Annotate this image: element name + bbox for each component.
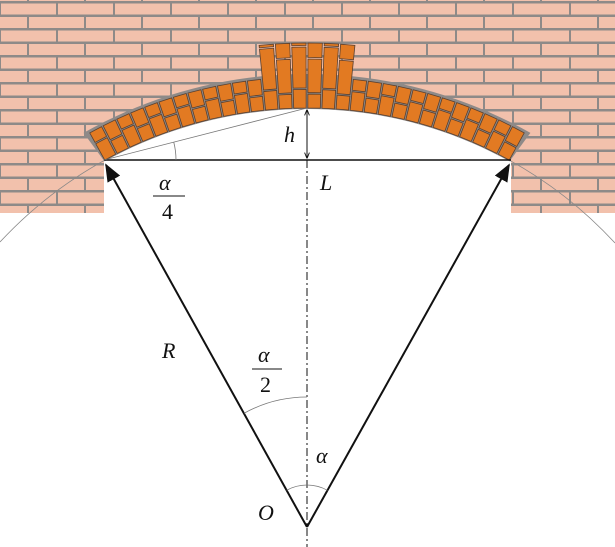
label-h: h xyxy=(284,122,295,147)
half-angle-arc xyxy=(243,396,308,414)
voussoir-brick xyxy=(116,113,134,130)
keystone-brick xyxy=(335,94,351,111)
voussoir-brick xyxy=(432,109,452,132)
keystone-brick xyxy=(307,42,323,59)
voussoir-brick xyxy=(365,80,383,100)
keystone-brick xyxy=(291,46,307,89)
voussoir-brick xyxy=(205,98,223,120)
voussoir-brick xyxy=(438,97,456,113)
voussoir-brick xyxy=(187,89,206,109)
keystone-brick xyxy=(275,58,292,94)
arch-voussoirs xyxy=(83,42,531,162)
voussoir-brick xyxy=(351,78,368,93)
label-R: R xyxy=(161,338,176,363)
voussoir-brick xyxy=(191,105,209,124)
voussoir-brick xyxy=(121,124,142,148)
voussoir-brick xyxy=(493,119,512,137)
crown-chord xyxy=(103,107,308,161)
label-alpha4-den: 4 xyxy=(162,199,173,224)
voussoir-brick xyxy=(202,85,219,101)
voussoir-brick xyxy=(391,102,408,120)
voussoir-brick xyxy=(130,107,150,128)
voussoir-brick xyxy=(249,95,265,113)
keystone-brick xyxy=(307,58,323,94)
voussoir-brick xyxy=(231,80,248,95)
voussoir-brick xyxy=(394,85,412,105)
voussoir-brick xyxy=(363,97,380,115)
voussoir-brick xyxy=(466,107,484,124)
voussoir-brick xyxy=(445,118,464,137)
voussoir-brick xyxy=(459,118,479,143)
voussoir-brick xyxy=(216,83,234,102)
voussoir-brick xyxy=(164,113,182,132)
keystone-brick xyxy=(259,47,277,91)
voussoir-brick xyxy=(349,91,366,113)
keystone-brick xyxy=(274,42,291,59)
voussoir-brick xyxy=(136,123,155,143)
keystone-brick xyxy=(322,46,339,90)
voussoir-brick xyxy=(504,126,525,148)
voussoir-brick xyxy=(423,93,442,113)
keystone-brick xyxy=(307,93,322,109)
voussoir-brick xyxy=(451,102,470,123)
voussoir-brick xyxy=(418,109,437,128)
keystone-brick xyxy=(321,89,337,110)
voussoir-brick xyxy=(95,137,117,161)
voussoir-brick xyxy=(405,101,424,124)
label-alpha: α xyxy=(316,443,328,468)
keystone-brick xyxy=(258,43,275,49)
voussoir-brick xyxy=(148,113,169,137)
voussoir-brick xyxy=(246,78,263,97)
keystone-brick xyxy=(336,59,354,96)
voussoir-brick xyxy=(172,93,190,109)
voussoir-brick xyxy=(220,99,237,117)
keystone-brick xyxy=(339,43,356,61)
voussoir-brick xyxy=(144,102,162,118)
keystone-brick xyxy=(291,42,307,47)
voussoir-brick xyxy=(478,113,498,134)
voussoir-brick xyxy=(102,119,123,141)
voussoir-brick xyxy=(485,130,506,154)
quarter-angle-arc xyxy=(173,142,177,161)
keystone-brick xyxy=(278,93,293,110)
label-alpha4-num: α xyxy=(159,170,171,195)
radius-left xyxy=(105,163,308,528)
keystone-brick xyxy=(263,90,279,111)
label-alpha2-num: α xyxy=(258,342,270,367)
voussoir-brick xyxy=(381,83,398,98)
voussoir-brick xyxy=(472,128,491,148)
label-alpha2-den: 2 xyxy=(260,372,271,397)
label-O: O xyxy=(258,500,274,525)
voussoir-brick xyxy=(377,95,395,117)
keystone-brick xyxy=(292,88,307,109)
voussoir-brick xyxy=(176,104,196,128)
keystone-brick xyxy=(323,42,340,47)
label-L: L xyxy=(319,170,332,195)
voussoir-brick xyxy=(110,134,129,154)
radius-right xyxy=(306,163,510,528)
voussoir-brick xyxy=(89,126,108,143)
central-angle-arc xyxy=(286,484,328,491)
voussoir-brick xyxy=(410,89,427,105)
voussoir-brick xyxy=(158,97,177,118)
voussoir-brick xyxy=(497,141,517,161)
voussoir-brick xyxy=(233,93,251,115)
